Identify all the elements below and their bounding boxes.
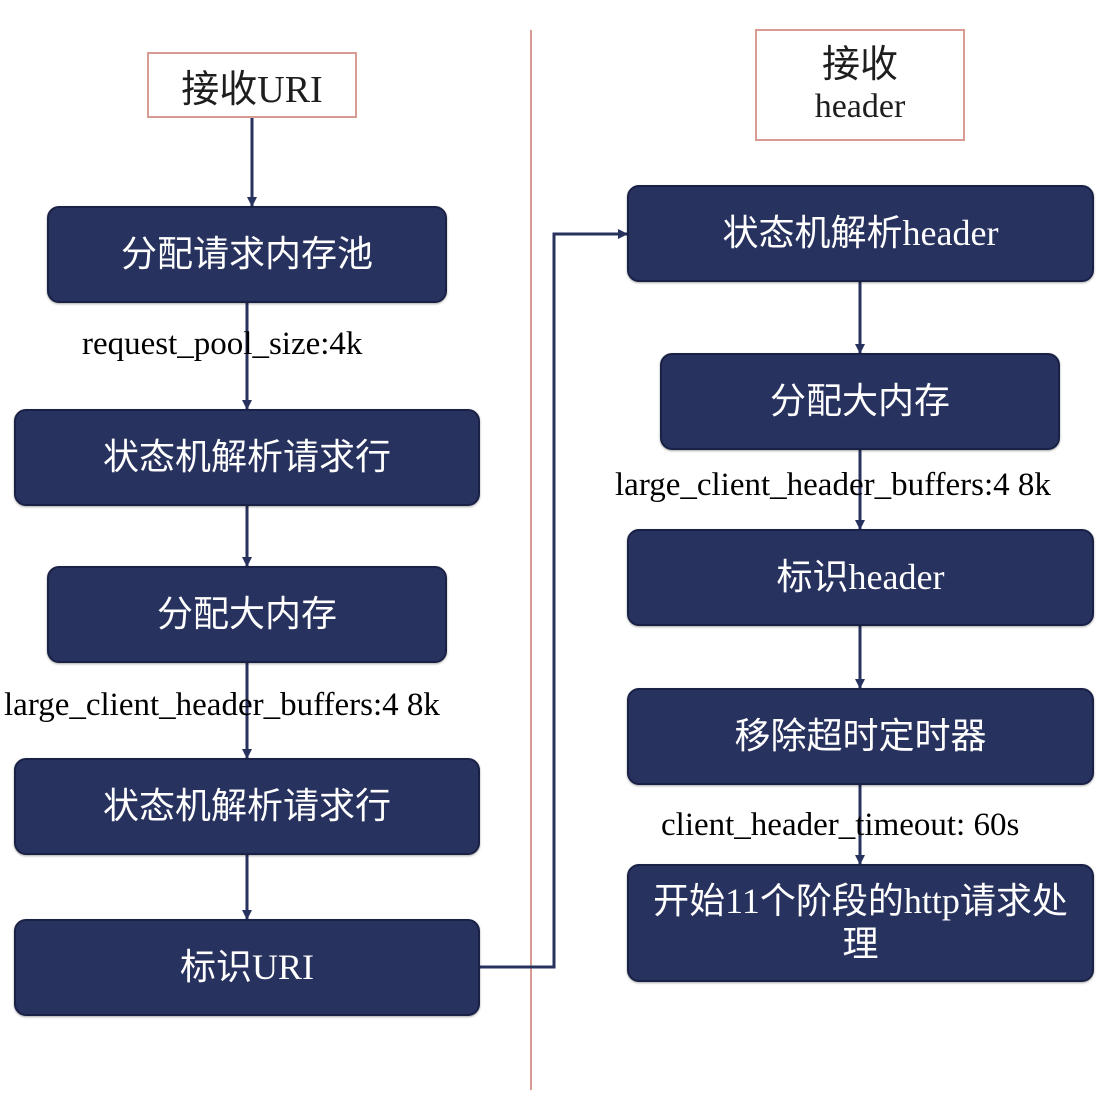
step-label: 标识URI bbox=[180, 946, 314, 987]
left-lane-header-label: 接收URI bbox=[181, 68, 323, 111]
step-label: 分配大内存 bbox=[156, 593, 337, 634]
step-allocate-request-pool: 分配请求内存池 bbox=[47, 206, 447, 303]
step-label: 状态机解析请求行 bbox=[102, 436, 391, 477]
note-client-header-timeout: client_header_timeout: 60s bbox=[661, 807, 1020, 843]
note-request-pool-size: request_pool_size:4k bbox=[82, 326, 363, 362]
note-large-header-buffers-left: large_client_header_buffers:4 8k bbox=[4, 687, 440, 723]
step-parse-request-line-again: 状态机解析请求行 bbox=[14, 758, 480, 855]
note-large-header-buffers-right: large_client_header_buffers:4 8k bbox=[615, 467, 1051, 503]
right-lane-header: 接收 header bbox=[755, 29, 965, 141]
step-label: 状态机解析请求行 bbox=[102, 785, 391, 826]
right-lane-header-line2: header bbox=[814, 88, 906, 126]
step-parse-header: 状态机解析header bbox=[627, 185, 1094, 282]
step-allocate-large-memory-right: 分配大内存 bbox=[660, 353, 1060, 450]
step-parse-request-line: 状态机解析请求行 bbox=[14, 409, 480, 506]
step-label: 标识header bbox=[776, 556, 945, 597]
left-lane-header: 接收URI bbox=[147, 52, 357, 118]
arrow-cross-lane bbox=[480, 229, 628, 969]
step-label: 分配大内存 bbox=[769, 380, 950, 421]
step-label: 移除超时定时器 bbox=[734, 715, 987, 756]
step-label: 开始11个阶段的http请求处理 bbox=[653, 880, 1068, 964]
step-mark-uri: 标识URI bbox=[14, 919, 480, 1016]
lane-divider bbox=[530, 30, 532, 1090]
step-label: 状态机解析header bbox=[722, 212, 999, 253]
step-start-http-phases: 开始11个阶段的http请求处理 bbox=[627, 864, 1094, 982]
step-allocate-large-memory-left: 分配大内存 bbox=[47, 566, 447, 663]
step-mark-header: 标识header bbox=[627, 529, 1094, 626]
right-lane-header-line1: 接收 bbox=[821, 43, 898, 86]
step-label: 分配请求内存池 bbox=[120, 233, 373, 274]
step-remove-timeout-timer: 移除超时定时器 bbox=[627, 688, 1094, 785]
